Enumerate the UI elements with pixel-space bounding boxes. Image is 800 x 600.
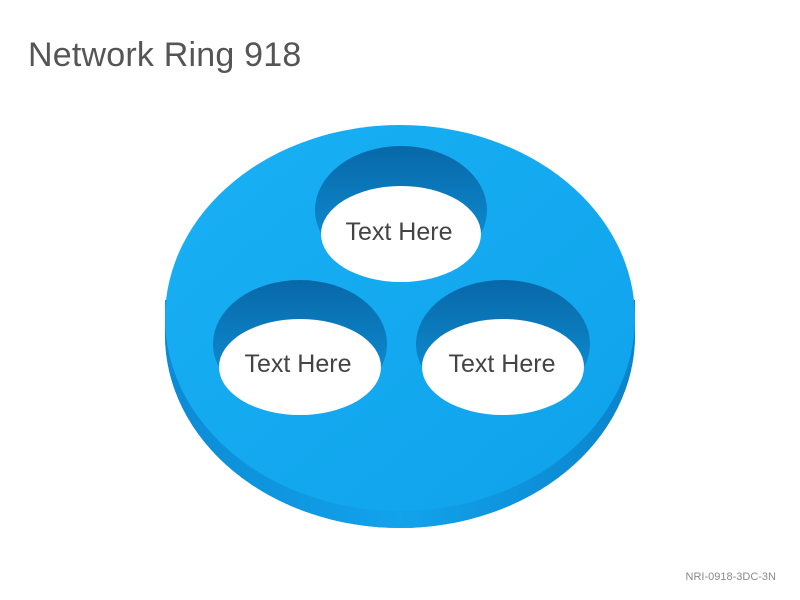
hole-opening <box>321 186 481 282</box>
ring-top-face <box>165 125 635 511</box>
ring-node-top: Text Here <box>315 146 487 282</box>
ring-node-left: Text Here <box>213 280 387 415</box>
node-label: Text Here <box>245 350 352 378</box>
ring-base <box>165 125 635 528</box>
hole-opening <box>422 319 584 415</box>
ring-node-right: Text Here <box>416 280 590 415</box>
slide-title: Network Ring 918 <box>28 36 302 74</box>
hole-opening <box>219 319 381 415</box>
node-label: Text Here <box>449 350 556 378</box>
slide-code: NRI-0918-3DC-3N <box>685 571 776 583</box>
node-label: Text Here <box>346 218 453 246</box>
